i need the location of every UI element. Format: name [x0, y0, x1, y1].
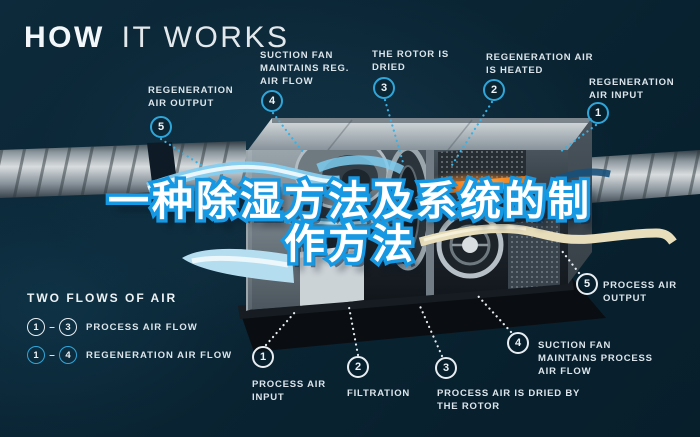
legend-badge-3: 3: [59, 318, 77, 336]
label-regen-output: REGENERATION AIR OUTPUT: [148, 85, 234, 109]
label-filtration: FILTRATION: [347, 388, 411, 399]
page-title-it-works: IT WORKS: [121, 21, 290, 54]
filter-box: [300, 250, 364, 308]
badge-process-2: 2: [347, 356, 369, 378]
label-process-output: PROCESS AIR OUTPUT: [603, 280, 677, 304]
leader-regen-fan: [271, 111, 304, 153]
badge-process-4: 4: [507, 332, 529, 354]
legend-row-process: 1 – 3 PROCESS AIR FLOW: [27, 318, 232, 336]
label-process-dried: PROCESS AIR IS DRIED BY THE ROTOR: [437, 388, 580, 412]
airflow-ribbons: [146, 155, 677, 283]
leader-filtration: [347, 305, 360, 357]
label-rotor-dried: THE ROTOR IS DRIED: [372, 49, 449, 73]
label-regen-heated: REGENERATION AIR IS HEATED: [486, 52, 594, 76]
leader-process-output: [560, 249, 581, 275]
label-regen-input: REGENERATION AIR INPUT: [589, 77, 675, 101]
badge-regen-2: 2: [483, 79, 505, 101]
page-title: HOW IT WORKS: [24, 21, 289, 55]
legend-dash: –: [49, 349, 55, 361]
leader-regen-output: [159, 137, 206, 169]
label-process-fan: SUCTION FAN MAINTAINS PROCESS AIR FLOW: [538, 340, 653, 377]
left-duct: [0, 141, 246, 198]
leader-rotor-dried: [383, 98, 406, 168]
badge-regen-3: 3: [373, 77, 395, 99]
legend-title: TWO FLOWS OF AIR: [27, 291, 178, 305]
page-title-how: HOW: [24, 21, 105, 54]
badge-process-1: 1: [252, 346, 274, 368]
legend-dash: –: [49, 321, 55, 333]
legend-row-regeneration: 1 – 4 REGENERATION AIR FLOW: [27, 346, 232, 364]
badge-regen-1: 1: [587, 102, 609, 124]
label-process-input: PROCESS AIR INPUT: [252, 379, 326, 403]
leader-process-input: [264, 309, 298, 347]
leader-process-dried: [417, 302, 444, 358]
legend-badge-1: 1: [27, 318, 45, 336]
badge-regen-4: 4: [261, 90, 283, 112]
legend-label-regeneration: REGENERATION AIR FLOW: [86, 349, 233, 361]
leader-process-fan: [476, 294, 513, 334]
legend-two-flows: TWO FLOWS OF AIR 1 – 3 PROCESS AIR FLOW …: [27, 291, 232, 374]
leader-regen-input: [558, 123, 598, 154]
badge-regen-5: 5: [150, 116, 172, 138]
legend-badge-1-cyan: 1: [27, 346, 45, 364]
cabinet-top-face: [248, 118, 592, 150]
legend-badge-4-cyan: 4: [59, 346, 77, 364]
label-regen-fan: SUCTION FAN MAINTAINS REG. AIR FLOW: [260, 50, 350, 87]
leader-regen-heated: [450, 100, 494, 167]
legend-label-process: PROCESS AIR FLOW: [86, 321, 198, 333]
badge-process-5: 5: [576, 273, 598, 295]
badge-process-3: 3: [435, 357, 457, 379]
